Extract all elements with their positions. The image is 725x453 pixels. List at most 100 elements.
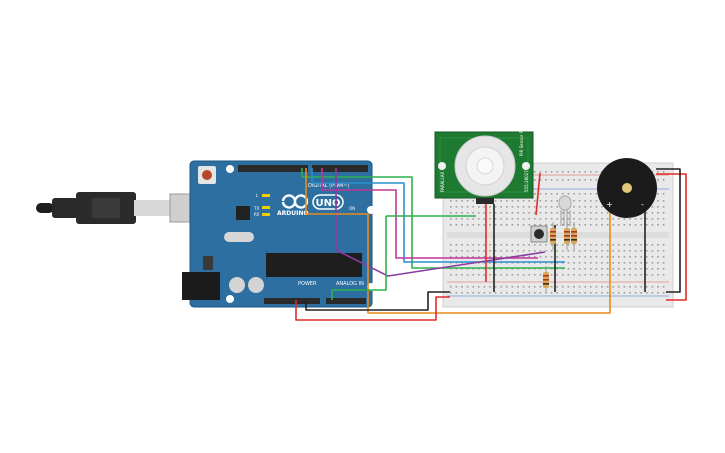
breadboard-hole <box>455 250 458 252</box>
breadboard-hole <box>629 224 631 226</box>
breadboard-hole <box>562 171 564 173</box>
breadboard-hole <box>506 224 508 226</box>
breadboard-hole <box>539 224 542 226</box>
breadboard-hole <box>545 193 547 195</box>
breadboard-hole <box>662 200 665 202</box>
breadboard-hole <box>455 244 458 246</box>
digital-pins-label: DIGITAL (PWM~) <box>308 183 350 189</box>
breadboard-hole <box>662 193 665 195</box>
breadboard-hole <box>618 224 620 226</box>
breadboard-hole <box>528 206 530 208</box>
breadboard-hole <box>517 244 519 246</box>
breadboard-hole <box>511 274 514 276</box>
buzzer-minus-label: - <box>641 200 644 209</box>
breadboard-hole <box>651 224 654 226</box>
breadboard-hole <box>640 218 642 220</box>
breadboard-hole <box>562 224 564 226</box>
breadboard-hole <box>522 224 525 226</box>
piezo-buzzer: + - <box>597 158 657 218</box>
breadboard-hole <box>578 212 581 214</box>
breadboard-hole <box>578 224 581 226</box>
breadboard-hole <box>489 250 491 252</box>
breadboard-hole <box>573 212 575 214</box>
breadboard-hole <box>651 292 654 294</box>
breadboard-hole <box>612 292 614 294</box>
breadboard-hole <box>489 212 491 214</box>
breadboard-hole <box>590 224 592 226</box>
breadboard-hole <box>590 274 592 276</box>
breadboard-hole <box>539 179 542 181</box>
breadboard-hole <box>455 212 458 214</box>
breadboard-hole <box>601 274 603 276</box>
breadboard-hole <box>455 218 458 220</box>
breadboard-hole <box>455 256 458 258</box>
breadboard-hole <box>494 292 497 294</box>
breadboard-hole <box>500 212 502 214</box>
breadboard-hole <box>461 244 463 246</box>
breadboard-hole <box>545 250 547 252</box>
breadboard-hole <box>634 224 637 226</box>
breadboard-hole <box>539 244 542 246</box>
breadboard-hole <box>500 218 502 220</box>
breadboard-hole <box>662 218 665 220</box>
breadboard-hole <box>528 218 530 220</box>
breadboard-hole <box>601 286 603 288</box>
breadboard-hole <box>629 244 631 246</box>
breadboard-hole <box>578 179 581 181</box>
breadboard-hole <box>556 193 558 195</box>
breadboard-hole <box>483 292 486 294</box>
breadboard-hole <box>618 268 620 270</box>
breadboard-hole <box>567 268 570 270</box>
breadboard-hole <box>556 224 558 226</box>
breadboard-hole <box>578 268 581 270</box>
breadboard-hole <box>601 268 603 270</box>
breadboard-hole <box>562 179 564 181</box>
wire-black-rail <box>656 168 681 293</box>
breadboard-hole <box>584 262 586 264</box>
breadboard-hole <box>634 250 637 252</box>
breadboard-hole <box>562 218 564 220</box>
breadboard-hole <box>466 244 469 246</box>
breadboard-hole <box>455 224 458 226</box>
breadboard-hole <box>612 268 614 270</box>
breadboard-hole <box>483 212 486 214</box>
breadboard-hole <box>545 224 547 226</box>
breadboard-hole <box>584 224 586 226</box>
breadboard-hole <box>590 179 592 181</box>
breadboard-hole <box>573 193 575 195</box>
breadboard-hole <box>601 244 603 246</box>
breadboard-hole <box>494 274 497 276</box>
breadboard-hole <box>606 244 609 246</box>
breadboard-hole <box>623 250 626 252</box>
breadboard-hole <box>472 206 474 208</box>
breadboard-hole <box>511 200 514 202</box>
breadboard-hole <box>483 256 486 258</box>
breadboard-hole <box>466 292 469 294</box>
rx-label: RX <box>254 212 260 217</box>
breadboard-hole <box>517 224 519 226</box>
breadboard-hole <box>528 286 530 288</box>
breadboard-hole <box>455 286 458 288</box>
breadboard-hole <box>539 200 542 202</box>
breadboard-hole <box>545 244 547 246</box>
breadboard-hole <box>584 268 586 270</box>
breadboard-hole <box>562 274 564 276</box>
wires <box>295 168 687 321</box>
breadboard-hole <box>489 206 491 208</box>
breadboard-hole <box>612 274 614 276</box>
breadboard-hole <box>539 218 542 220</box>
breadboard-hole <box>595 212 598 214</box>
breadboard-hole <box>606 250 609 252</box>
breadboard-hole <box>618 262 620 264</box>
breadboard-hole <box>657 250 659 252</box>
breadboard-hole <box>472 292 474 294</box>
wire-red-rail <box>656 173 687 301</box>
breadboard-hole <box>651 206 654 208</box>
breadboard-hole <box>629 274 631 276</box>
breadboard-hole <box>517 212 519 214</box>
breadboard-hole <box>466 218 469 220</box>
breadboard-hole <box>550 292 553 294</box>
breadboard-hole <box>528 256 530 258</box>
breadboard-hole <box>489 286 491 288</box>
breadboard-hole <box>550 179 553 181</box>
